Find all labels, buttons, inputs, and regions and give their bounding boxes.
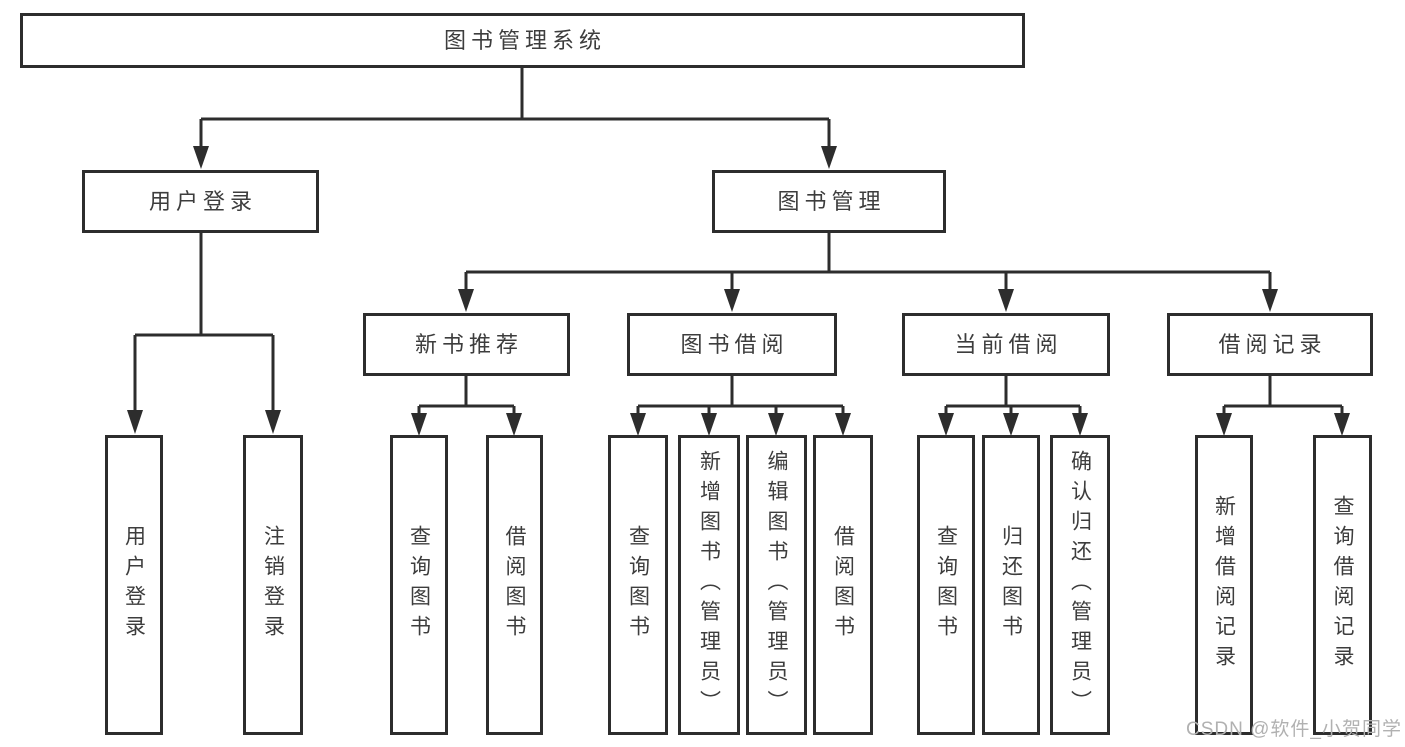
leaf-borrow-books: 借阅图书 (813, 435, 873, 735)
leaf-query-books-borrow-label: 查询图书 (626, 525, 650, 645)
connector-new-book-branch (411, 376, 522, 436)
leaf-return-books: 归还图书 (982, 435, 1040, 735)
node-book-borrow-label: 图书借阅 (680, 331, 789, 357)
node-borrow-records: 借阅记录 (1167, 313, 1373, 376)
node-root: 图书管理系统 (20, 13, 1025, 68)
connector-root-branch (193, 68, 837, 169)
leaf-add-borrow-record-label: 新增借阅记录 (1212, 495, 1236, 675)
node-book-management: 图书管理 (712, 170, 946, 233)
node-new-book-recommend: 新书推荐 (363, 313, 570, 376)
leaf-borrow-books-recommend: 借阅图书 (486, 435, 543, 735)
csdn-watermark: CSDN @软件_小贺同学 (1186, 719, 1402, 740)
node-borrow-records-label: 借阅记录 (1218, 331, 1327, 357)
leaf-add-borrow-record: 新增借阅记录 (1195, 435, 1253, 735)
leaf-query-books-recommend: 查询图书 (390, 435, 448, 735)
leaf-query-borrow-record-label: 查询借阅记录 (1331, 495, 1354, 675)
node-current-borrow-label: 当前借阅 (954, 331, 1063, 357)
leaf-edit-books-admin: 编辑图书（管理员） (746, 435, 807, 735)
leaf-user-login: 用户登录 (105, 435, 163, 735)
leaf-query-books-recommend-label: 查询图书 (407, 525, 431, 645)
node-new-book-recommend-label: 新书推荐 (414, 331, 523, 357)
leaf-query-books-current: 查询图书 (917, 435, 975, 735)
leaf-query-borrow-record: 查询借阅记录 (1313, 435, 1372, 735)
leaf-borrow-books-recommend-label: 借阅图书 (503, 525, 526, 645)
node-current-borrow: 当前借阅 (902, 313, 1110, 376)
connector-borrow-record-branch (1216, 376, 1350, 436)
node-book-borrow: 图书借阅 (627, 313, 837, 376)
leaf-confirm-return-admin-label: 确认归还（管理员） (1068, 450, 1092, 720)
leaf-user-login-label: 用户登录 (122, 525, 146, 645)
leaf-logout: 注销登录 (243, 435, 303, 735)
leaf-query-books-current-label: 查询图书 (934, 525, 958, 645)
leaf-add-books-admin: 新增图书（管理员） (678, 435, 740, 735)
leaf-borrow-books-label: 借阅图书 (831, 525, 855, 645)
node-user-login: 用户登录 (82, 170, 319, 233)
connector-book-management-branch (458, 232, 1278, 312)
connector-book-borrow-branch (630, 376, 851, 436)
leaf-add-books-admin-label: 新增图书（管理员） (697, 450, 721, 720)
leaf-edit-books-admin-label: 编辑图书（管理员） (765, 450, 788, 720)
node-book-management-label: 图书管理 (777, 188, 886, 214)
leaf-logout-label: 注销登录 (261, 525, 285, 645)
node-user-login-label: 用户登录 (148, 188, 257, 214)
node-root-label: 图书管理系统 (443, 27, 606, 53)
leaf-query-books-borrow: 查询图书 (608, 435, 668, 735)
connector-user-login-branch (127, 233, 281, 434)
leaf-confirm-return-admin: 确认归还（管理员） (1050, 435, 1110, 735)
leaf-return-books-label: 归还图书 (999, 525, 1023, 645)
connector-current-borrow-branch (938, 376, 1088, 436)
